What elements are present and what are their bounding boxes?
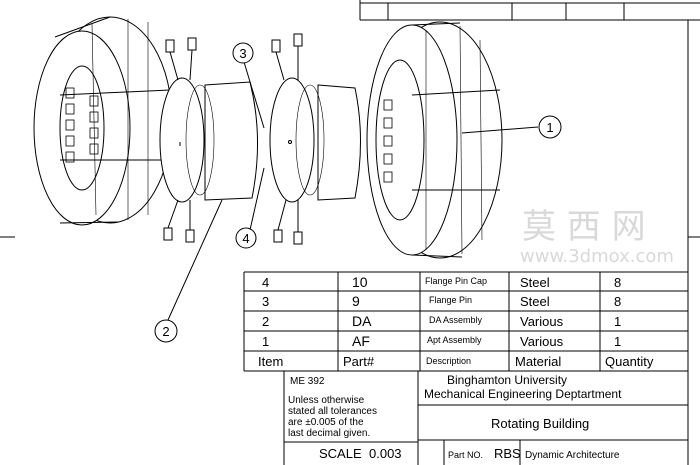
tolerance-note: Unless otherwise stated all tolerances a… bbox=[288, 395, 377, 439]
bom-item: 2 bbox=[262, 314, 270, 329]
watermark: 莫 西 网 www.3dmox.com bbox=[520, 207, 674, 267]
part-number: RBS bbox=[494, 446, 521, 461]
bom-quantity: 8 bbox=[614, 275, 622, 290]
bom-quantity: 1 bbox=[614, 314, 622, 329]
bom-part: 10 bbox=[352, 274, 368, 290]
bom-material: Various bbox=[520, 314, 564, 329]
bom-part: DA bbox=[352, 313, 372, 329]
balloon-4-label: 4 bbox=[242, 231, 249, 246]
course-number: ME 392 bbox=[290, 376, 325, 387]
title-block-grid bbox=[283, 371, 688, 465]
bom-item: 3 bbox=[262, 294, 270, 309]
bom-header-material: Material bbox=[515, 354, 562, 369]
bom-description: Flange Pin bbox=[429, 295, 473, 305]
scale-label: SCALE bbox=[319, 446, 362, 461]
bom-part: AF bbox=[352, 333, 370, 349]
bom-description: DA Assembly bbox=[429, 315, 483, 325]
balloon-2: 2 bbox=[154, 319, 178, 343]
balloon-1-label: 1 bbox=[546, 120, 553, 135]
project-name: Dynamic Architecture bbox=[525, 450, 620, 461]
tolerance-line: last decimal given. bbox=[288, 428, 371, 439]
department-name: Mechanical Engineering Deptartment bbox=[424, 387, 622, 401]
bom-header-item: Item bbox=[258, 354, 284, 369]
bom-material: Steel bbox=[520, 275, 550, 290]
bom-item: 4 bbox=[262, 275, 270, 290]
scale-value: 0.003 bbox=[369, 446, 402, 461]
watermark-url: www.3dmox.com bbox=[520, 246, 674, 267]
bill-of-materials-grid bbox=[243, 271, 688, 372]
part-number-label: Part NO. bbox=[448, 450, 484, 460]
watermark-brand: 莫 西 网 bbox=[522, 207, 646, 247]
bom-header-description: Description bbox=[426, 356, 472, 366]
bom-quantity: 8 bbox=[614, 294, 622, 309]
bom-description: Flange Pin Cap bbox=[425, 276, 488, 286]
left-rotation-wheel bbox=[33, 16, 173, 226]
bom-material: Various bbox=[520, 334, 564, 349]
right-flange-assembly bbox=[269, 33, 361, 245]
balloon-2-label: 2 bbox=[162, 324, 169, 339]
tolerance-line: stated all tolerances bbox=[288, 406, 377, 417]
right-rotation-wheel bbox=[366, 21, 503, 259]
balloon-1: 1 bbox=[538, 115, 562, 139]
tolerance-line: are ±0.005 of the bbox=[288, 417, 364, 428]
tolerance-line: Unless otherwise bbox=[288, 395, 365, 406]
balloon-4: 4 bbox=[235, 227, 257, 249]
drawing-title: Rotating Building bbox=[491, 416, 590, 431]
bom-item: 1 bbox=[262, 334, 270, 349]
school-name: Binghamton University bbox=[447, 373, 568, 387]
bom-description: Apt Assembly bbox=[427, 335, 482, 345]
bom-quantity: 1 bbox=[614, 334, 622, 349]
bom-part: 9 bbox=[352, 293, 360, 309]
bom-header-quantity: Quantity bbox=[605, 354, 654, 369]
balloon-3: 3 bbox=[232, 42, 254, 64]
left-flange-assembly bbox=[159, 37, 259, 243]
bom-header-part: Part# bbox=[343, 354, 375, 369]
balloon-3-label: 3 bbox=[239, 46, 246, 61]
bom-material: Steel bbox=[520, 294, 550, 309]
